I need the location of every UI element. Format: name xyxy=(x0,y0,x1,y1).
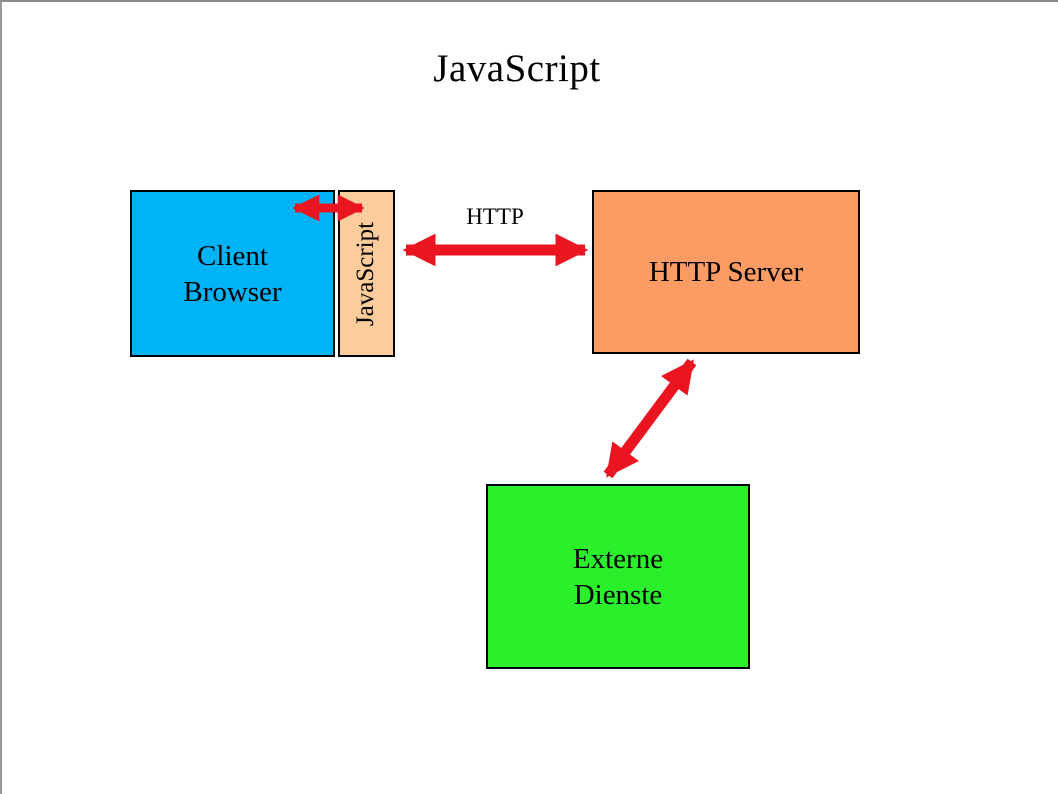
node-http-server: HTTP Server xyxy=(592,190,860,354)
node-client-browser: Client Browser xyxy=(130,190,335,357)
node-http-server-label: HTTP Server xyxy=(648,256,804,288)
node-javascript-strip: JavaScript xyxy=(338,190,395,357)
slide-title: JavaScript xyxy=(433,47,601,90)
httpserver-externedienste-arrow xyxy=(603,358,697,479)
node-client-browser-label: Client Browser xyxy=(183,239,282,308)
node-javascript-strip-label: JavaScript xyxy=(352,221,380,326)
http-edge-label: HTTP xyxy=(466,204,524,229)
node-externe-dienste-label: Externe Dienste xyxy=(572,542,664,611)
node-externe-dienste: Externe Dienste xyxy=(486,484,750,669)
